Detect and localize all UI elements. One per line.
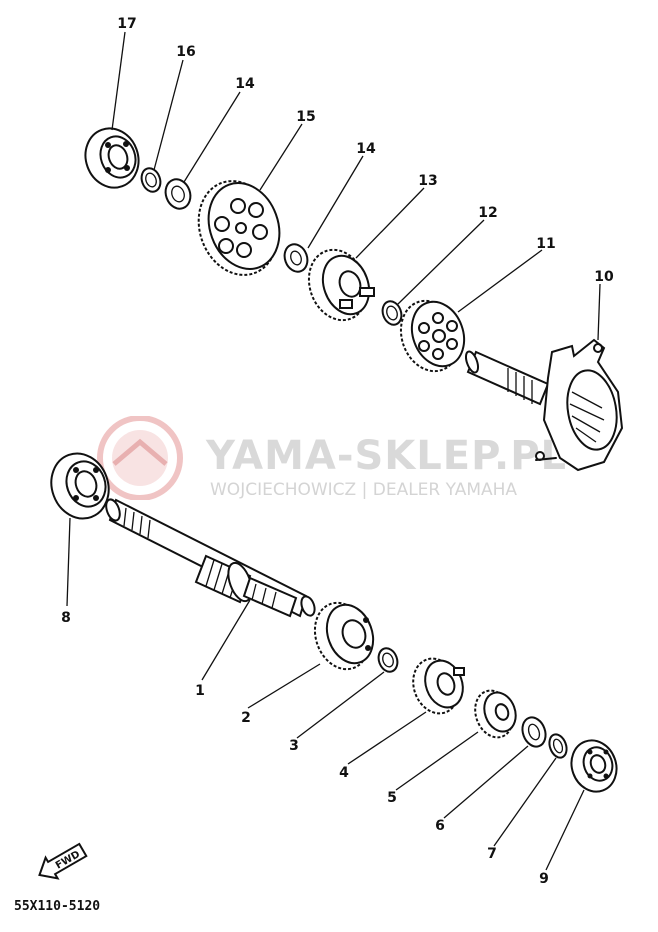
part-label-6[interactable]: 6	[435, 818, 445, 834]
gear-4[interactable]	[406, 652, 469, 720]
circlip-7[interactable]	[546, 732, 569, 760]
part-label-3[interactable]: 3	[289, 738, 299, 754]
part-label-1[interactable]: 1	[195, 683, 205, 699]
gear-13[interactable]	[299, 242, 377, 329]
part-label-5[interactable]: 5	[387, 790, 397, 806]
drive-axle-10[interactable]	[464, 338, 624, 472]
part-label-15[interactable]: 15	[296, 109, 315, 125]
part-label-2[interactable]: 2	[241, 710, 251, 726]
part-label-14b[interactable]: 14	[356, 141, 376, 157]
part-label-16[interactable]: 16	[176, 44, 195, 60]
part-label-4[interactable]: 4	[339, 765, 349, 781]
washer-6[interactable]	[519, 714, 550, 750]
part-label-7[interactable]: 7	[487, 846, 497, 862]
circlip-12[interactable]	[379, 299, 404, 328]
part-label-11[interactable]: 11	[536, 236, 555, 252]
circlip-16[interactable]	[138, 166, 163, 195]
washer-14a[interactable]	[162, 176, 195, 212]
part-label-12[interactable]: 12	[478, 205, 497, 221]
gear-11[interactable]	[391, 293, 472, 380]
forward-direction-arrow: FWD	[38, 842, 88, 880]
part-number-labels: 17 16 14 15 14 13 12 11 10 8 1 2 3 4 5 6…	[61, 16, 614, 887]
part-label-10[interactable]: 10	[594, 269, 614, 285]
part-label-14a[interactable]: 14	[235, 76, 255, 92]
figure-code: 55X110-5120	[14, 899, 101, 914]
circlip-3[interactable]	[375, 646, 400, 675]
part-label-17[interactable]: 17	[117, 16, 136, 32]
watermark-title: YAMA-SKLEP.PL	[206, 433, 568, 479]
part-label-9[interactable]: 9	[539, 871, 549, 887]
bearing-17[interactable]	[77, 121, 146, 195]
gear-2[interactable]	[306, 595, 381, 677]
main-axle-1[interactable]	[104, 498, 317, 618]
leader-lines	[66, 31, 601, 871]
gear-15[interactable]	[186, 170, 291, 286]
gear-5[interactable]	[469, 685, 521, 742]
watermark-logo	[97, 416, 183, 500]
bearing-9[interactable]	[564, 734, 623, 798]
watermark-subtitle: WOJCIECHOWICZ | DEALER YAMAHA	[210, 480, 518, 500]
bearing-8[interactable]	[42, 445, 117, 526]
part-label-8[interactable]: 8	[61, 610, 71, 626]
washer-14b[interactable]	[281, 241, 311, 275]
part-label-13[interactable]: 13	[418, 173, 437, 189]
